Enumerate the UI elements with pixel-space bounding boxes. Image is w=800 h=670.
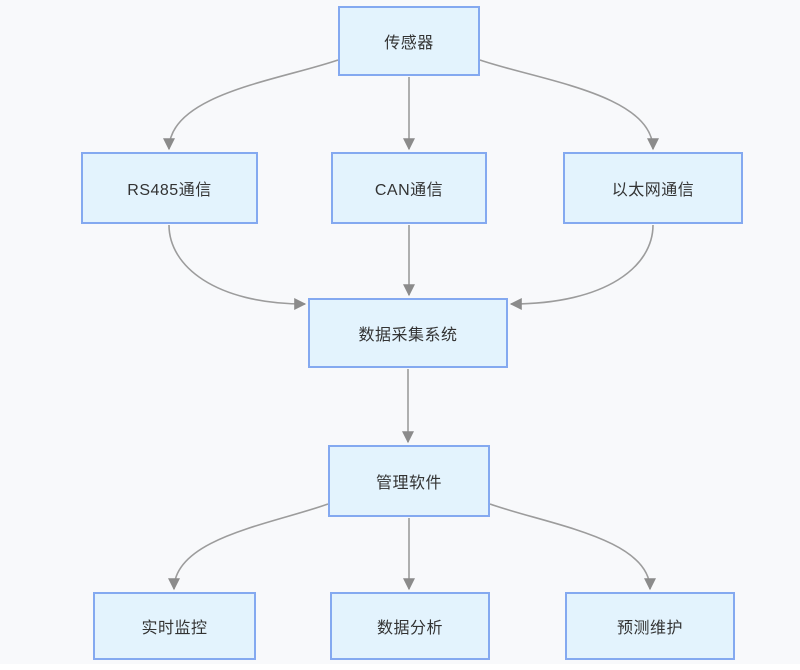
edge-sensor-to-rs485 [163,59,339,151]
node-maintenance[interactable]: 预测维护 [565,592,735,660]
node-label: 数据采集系统 [358,327,458,344]
node-label: 以太网通信 [611,182,695,199]
node-analysis[interactable]: 数据分析 [330,592,490,660]
edge-ethernet-to-daq [509,224,654,310]
node-label: 数据分析 [376,620,443,637]
node-ethernet[interactable]: 以太网通信 [563,152,743,224]
node-label: RS485通信 [127,182,212,199]
node-can[interactable]: CAN通信 [331,152,487,224]
node-label: 管理软件 [375,475,442,492]
edge-sensor-to-ethernet [479,59,659,151]
node-label: 实时监控 [141,620,208,637]
node-monitor[interactable]: 实时监控 [93,592,256,660]
node-daq[interactable]: 数据采集系统 [308,298,508,368]
node-label: 预测维护 [616,620,683,637]
edge-mgmt-to-monitor [168,503,329,591]
edge-rs485-to-daq [168,224,307,310]
node-label: 传感器 [384,35,434,52]
node-mgmt[interactable]: 管理软件 [328,445,490,517]
edge-mgmt-to-maintenance [489,503,656,591]
node-rs485[interactable]: RS485通信 [81,152,258,224]
node-sensor[interactable]: 传感器 [338,6,480,76]
node-label: CAN通信 [374,182,444,199]
